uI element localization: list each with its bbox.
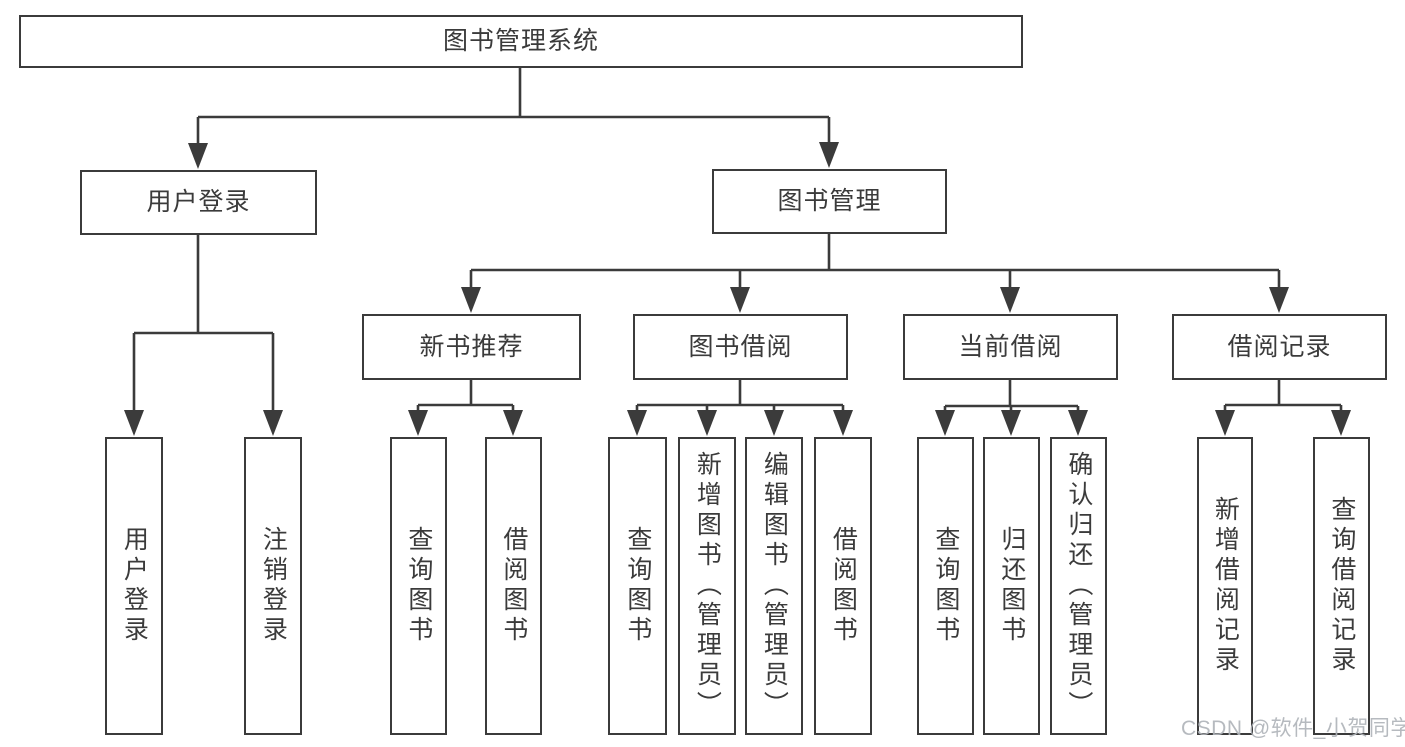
arrowhead-icon xyxy=(408,410,428,436)
node-borrow-records-label: 借阅记录 xyxy=(1227,332,1332,361)
arrowhead-icon xyxy=(1269,287,1289,313)
leaf-records-query-record: 查询借阅记录 xyxy=(1313,437,1370,735)
node-book-management: 图书管理 xyxy=(712,169,947,234)
leaf-borrow-edit-books-admin-label: 编辑图书（管理员） xyxy=(760,451,789,721)
leaf-current-query-books: 查询图书 xyxy=(917,437,974,735)
connector-bookborrow-to-leaves xyxy=(635,380,845,418)
node-book-borrow-label: 图书借阅 xyxy=(688,332,793,361)
node-new-book-recommend: 新书推荐 xyxy=(362,314,581,380)
arrowhead-icon xyxy=(1215,410,1235,436)
connector-root-to-level2 xyxy=(196,67,831,150)
arrowhead-icon xyxy=(935,410,955,436)
arrowhead-icon xyxy=(1000,287,1020,313)
node-book-management-label: 图书管理 xyxy=(777,187,882,215)
node-current-borrow-label: 当前借阅 xyxy=(958,332,1063,361)
leaf-logout-label: 注销登录 xyxy=(259,526,288,646)
connector-newbooks-to-leaves xyxy=(416,380,515,418)
leaf-newbooks-borrow-books-label: 借阅图书 xyxy=(499,526,528,646)
leaf-borrow-add-books-admin-label: 新增图书（管理员） xyxy=(693,451,722,721)
leaf-newbooks-query-books-label: 查询图书 xyxy=(404,526,433,646)
leaf-current-confirm-return-admin-label: 确认归还（管理员） xyxy=(1064,451,1093,721)
connector-userlogin-to-leaves xyxy=(132,235,275,418)
leaf-records-add-record-label: 新增借阅记录 xyxy=(1211,496,1240,676)
leaf-current-return-books-label: 归还图书 xyxy=(997,526,1026,646)
arrowhead-icon xyxy=(764,410,784,436)
leaf-borrow-edit-books-admin: 编辑图书（管理员） xyxy=(745,437,803,735)
leaf-borrow-borrow-books-label: 借阅图书 xyxy=(829,526,858,646)
arrowhead-icon xyxy=(503,410,523,436)
arrowhead-icon xyxy=(461,287,481,313)
leaf-current-return-books: 归还图书 xyxy=(983,437,1040,735)
arrowhead-icon xyxy=(124,410,144,436)
arrowhead-icon xyxy=(263,410,283,436)
leaf-records-query-record-label: 查询借阅记录 xyxy=(1327,496,1356,676)
arrowheads xyxy=(124,142,1351,436)
csdn-watermark: CSDN @软件_小贺同学 xyxy=(1181,717,1405,740)
arrowhead-icon xyxy=(697,410,717,436)
node-root-system: 图书管理系统 xyxy=(19,15,1023,68)
arrowhead-icon xyxy=(627,410,647,436)
arrowhead-icon xyxy=(730,287,750,313)
arrowhead-icon xyxy=(1001,410,1021,436)
leaf-current-query-books-label: 查询图书 xyxy=(931,526,960,646)
arrowhead-icon xyxy=(1331,410,1351,436)
leaf-records-add-record: 新增借阅记录 xyxy=(1197,437,1253,735)
node-root-label: 图书管理系统 xyxy=(442,27,599,55)
connector-records-to-leaves xyxy=(1223,380,1343,418)
leaf-logout: 注销登录 xyxy=(244,437,302,735)
leaf-user-login: 用户登录 xyxy=(105,437,163,735)
leaf-user-login-label: 用户登录 xyxy=(120,526,149,646)
arrowhead-icon xyxy=(1068,410,1088,436)
leaf-current-confirm-return-admin: 确认归还（管理员） xyxy=(1050,437,1107,735)
node-book-borrow: 图书借阅 xyxy=(633,314,848,380)
node-user-login: 用户登录 xyxy=(80,170,317,235)
arrowhead-icon xyxy=(188,143,208,169)
leaf-newbooks-borrow-books: 借阅图书 xyxy=(485,437,542,735)
node-new-book-recommend-label: 新书推荐 xyxy=(419,332,524,361)
node-borrow-records: 借阅记录 xyxy=(1172,314,1387,380)
node-user-login-label: 用户登录 xyxy=(146,188,251,216)
arrowhead-icon xyxy=(819,142,839,168)
leaf-borrow-borrow-books: 借阅图书 xyxy=(814,437,872,735)
leaf-borrow-add-books-admin: 新增图书（管理员） xyxy=(678,437,736,735)
leaf-borrow-query-books: 查询图书 xyxy=(608,437,667,735)
leaf-borrow-query-books-label: 查询图书 xyxy=(623,526,652,646)
arrowhead-icon xyxy=(833,410,853,436)
connector-bookmgmt-to-level3 xyxy=(469,234,1281,295)
node-current-borrow: 当前借阅 xyxy=(903,314,1118,380)
leaf-newbooks-query-books: 查询图书 xyxy=(390,437,447,735)
